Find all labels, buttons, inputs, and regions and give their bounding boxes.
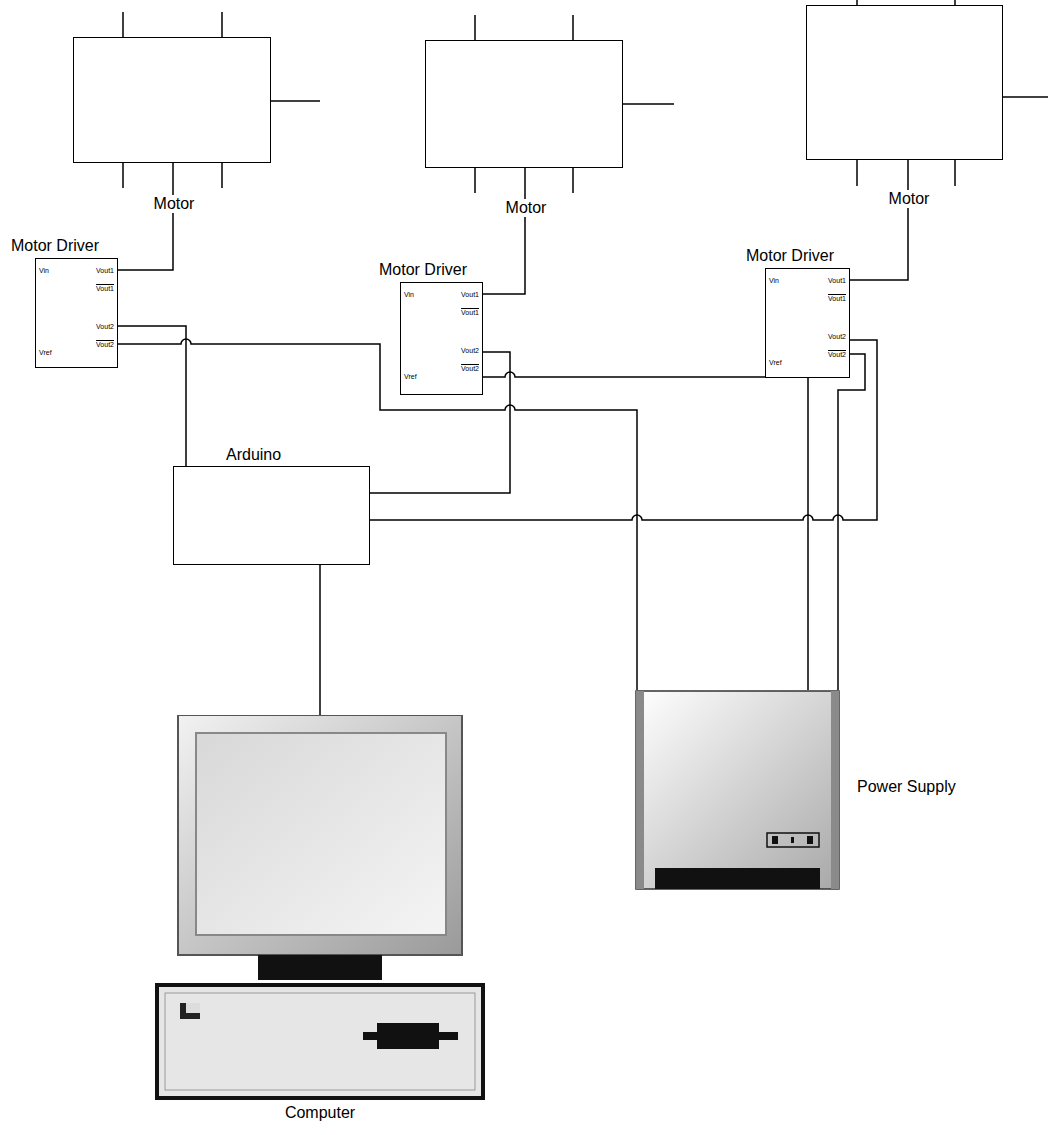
motor-body: Motor (806, 5, 1003, 160)
node-label: Motor (152, 195, 197, 213)
pin-name: Vout1 (828, 275, 846, 287)
node-label: Motor Driver (377, 261, 469, 279)
node-label: Motor Driver (9, 237, 101, 255)
node-label: Arduino (224, 446, 283, 464)
wire-connector (118, 339, 637, 690)
wire-connector (850, 160, 908, 280)
pin-name: Vout1 (96, 265, 114, 277)
pin-name: Vin (769, 275, 779, 287)
wire-connector (319, 565, 321, 715)
arduino-box: Arduino (173, 466, 370, 565)
wire-connector (118, 163, 173, 270)
wire-connector (838, 354, 865, 690)
motor-body: Motor (73, 37, 271, 163)
computer-illustration: Computer (155, 715, 485, 1100)
pin-name: Vref (769, 357, 782, 369)
computer-illustration (155, 715, 485, 1100)
pin-name: Vout2 (828, 331, 846, 343)
pin-name: Vref (39, 347, 52, 359)
pin-name: Vout1 (96, 283, 114, 295)
pin-name: Vout2 (828, 349, 846, 361)
motor-driver-box: Motor DriverVinVout1Vout1Vout2Vout2Vref (400, 282, 483, 395)
power-supply-illustration: Power Supply (635, 690, 840, 890)
node-label: Motor (887, 190, 932, 208)
node-label: Motor Driver (744, 247, 836, 265)
node-label: Computer (283, 1104, 357, 1122)
pin-name: Vout2 (461, 363, 479, 375)
wire-connector (118, 326, 186, 466)
pin-name: Vout2 (96, 339, 114, 351)
pin-name: Vin (39, 265, 49, 277)
power-supply-illustration (635, 690, 840, 890)
pin-name: Vin (404, 289, 414, 301)
motor-driver-box: Motor DriverVinVout1Vout1Vout2Vout2Vref (35, 258, 118, 368)
motor-driver-box: Motor DriverVinVout1Vout1Vout2Vout2Vref (765, 268, 850, 378)
pin-name: Vout1 (461, 289, 479, 301)
wire-connector (483, 168, 525, 294)
node-label: Power Supply (855, 778, 958, 796)
pin-name: Vout2 (96, 321, 114, 333)
node-label: Motor (504, 199, 549, 217)
pin-name: Vref (404, 371, 417, 383)
wire-connector (483, 372, 808, 690)
pin-name: Vout1 (461, 307, 479, 319)
pin-name: Vout2 (461, 345, 479, 357)
pin-name: Vout1 (828, 293, 846, 305)
motor-body: Motor (425, 40, 623, 168)
